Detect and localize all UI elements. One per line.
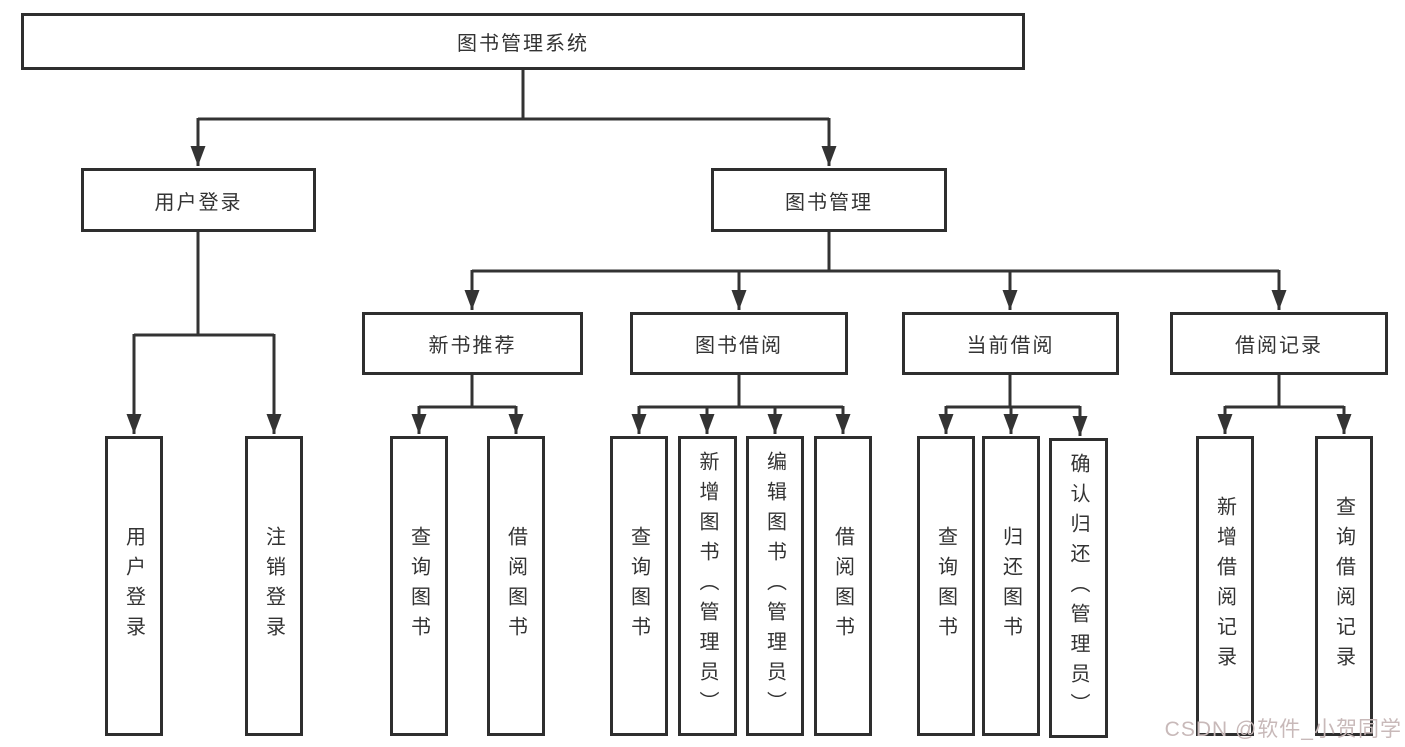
leaf-label: 查询图书 [407,526,430,646]
leaf-confirm-return-admin: 确认归还（管理员） [1049,438,1108,738]
leaf-label: 注销登录 [262,526,285,646]
leaf-borrow-books-recommend: 借阅图书 [487,436,545,736]
node-user-login-branch: 用户登录 [81,168,316,232]
node-label: 新书推荐 [428,335,517,357]
node-label: 图书管理 [785,191,873,214]
node-book-borrowing: 图书借阅 [630,312,848,375]
node-borrow-records: 借阅记录 [1170,312,1388,375]
node-root-label: 图书管理系统 [457,33,589,55]
leaf-query-books-recommend: 查询图书 [390,436,448,736]
node-root-system: 图书管理系统 [21,13,1025,70]
leaf-logout: 注销登录 [245,436,303,736]
node-label: 用户登录 [154,191,243,214]
node-label: 图书借阅 [695,335,783,357]
leaf-add-books-admin: 新增图书（管理员） [678,436,737,736]
leaf-borrow-books: 借阅图书 [814,436,872,736]
leaf-label: 归还图书 [999,526,1022,646]
node-label: 借阅记录 [1235,335,1323,357]
leaf-query-books-current: 查询图书 [917,436,975,736]
leaf-label: 借阅图书 [504,526,527,646]
leaf-user-login: 用户登录 [105,436,163,736]
leaf-label: 借阅图书 [831,526,854,646]
leaf-edit-books-admin: 编辑图书（管理员） [746,436,804,736]
leaf-label: 用户登录 [122,526,145,646]
leaf-label: 编辑图书（管理员） [763,451,786,721]
leaf-label: 查询借阅记录 [1332,496,1355,676]
leaf-return-books: 归还图书 [982,436,1040,736]
leaf-add-borrow-record: 新增借阅记录 [1196,436,1254,736]
leaf-query-books-borrowing: 查询图书 [610,436,668,736]
node-current-borrowing: 当前借阅 [902,312,1119,375]
leaf-label: 新增图书（管理员） [696,451,718,721]
node-book-management-branch: 图书管理 [711,168,947,232]
leaf-label: 新增借阅记录 [1213,496,1236,676]
node-label: 当前借阅 [966,335,1055,357]
csdn-watermark: CSDN @软件_小贺同学 [1164,718,1402,741]
node-new-book-recommend: 新书推荐 [362,312,583,375]
leaf-label: 确认归还（管理员） [1067,453,1089,723]
leaf-label: 查询图书 [627,526,650,646]
leaf-query-borrow-record: 查询借阅记录 [1315,436,1373,736]
leaf-label: 查询图书 [934,526,957,646]
